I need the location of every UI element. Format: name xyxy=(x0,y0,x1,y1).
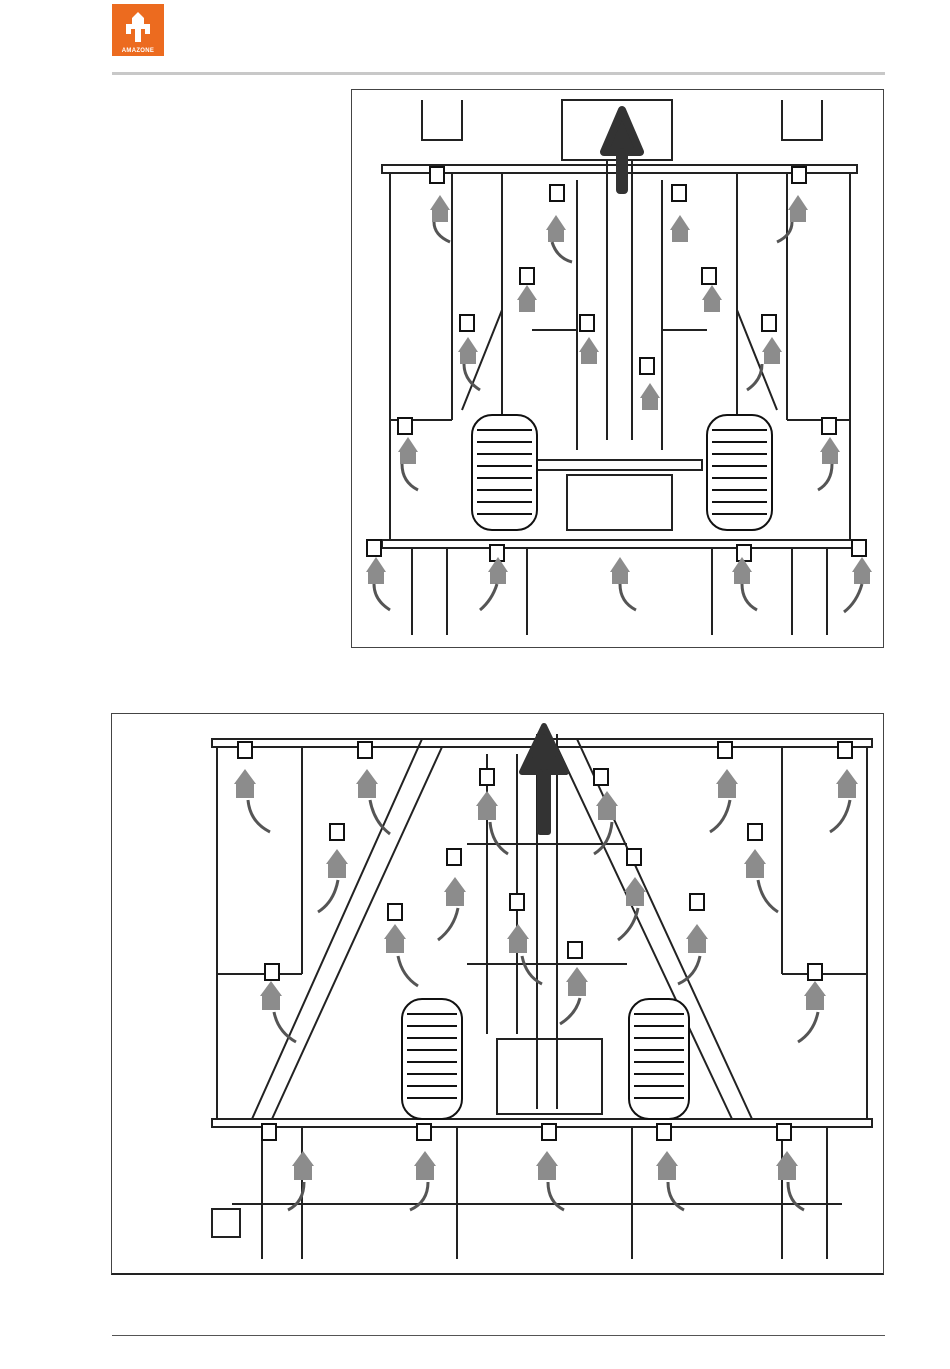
figure-bottom xyxy=(111,713,884,1275)
machine-top-view-narrow-icon xyxy=(352,90,884,648)
logo-wordmark: AMAZONE xyxy=(112,48,164,54)
machine-top-view-wide-icon xyxy=(112,714,884,1275)
amazone-logo: AMAZONE xyxy=(112,4,164,56)
footer-rule xyxy=(112,1335,885,1336)
header-rule xyxy=(112,72,885,75)
figure-top xyxy=(351,89,884,648)
